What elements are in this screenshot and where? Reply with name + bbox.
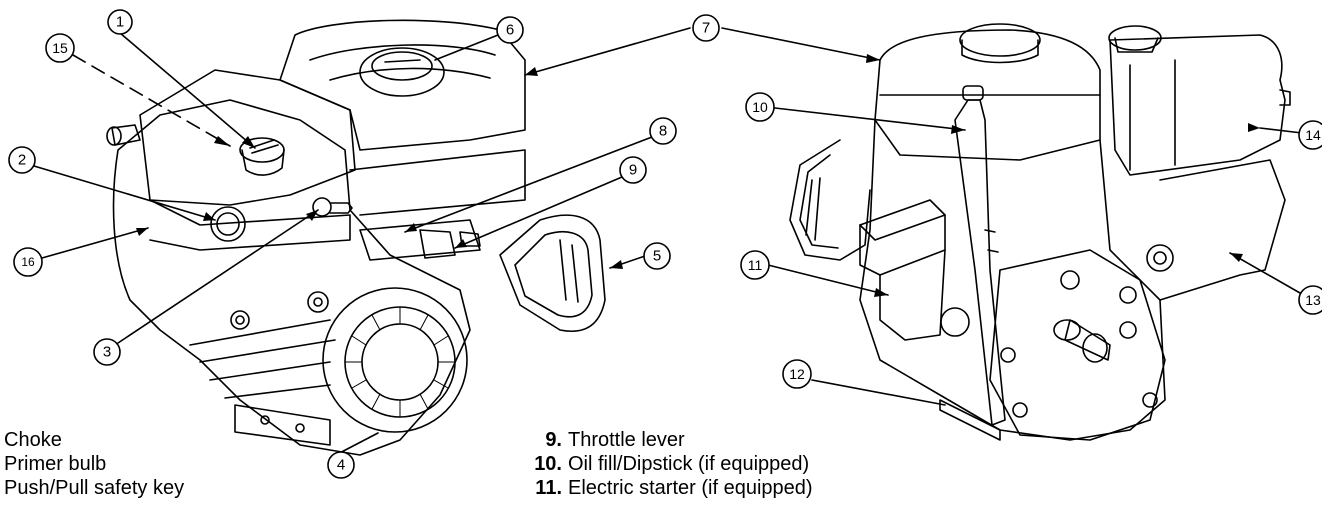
callout-circles [8, 9, 1322, 479]
callout-12: 12 [789, 366, 805, 382]
callout-14: 14 [1305, 127, 1321, 143]
legend-number: 10. [534, 453, 562, 475]
callout-3: 3 [103, 344, 111, 361]
legend-number: 9. [545, 429, 562, 451]
callout-4: 4 [337, 457, 345, 474]
legend-left: Choke Primer bulb Push/Pull safety key [4, 428, 184, 500]
engine-front-view [106, 19, 606, 456]
legend-item-primer-bulb: Primer bulb [4, 452, 184, 476]
legend-item-oil-fill: 10. Oil fill/Dipstick (if equipped) [522, 452, 813, 476]
legend-label: Push/Pull safety key [4, 477, 185, 499]
callout-16: 16 [21, 255, 35, 269]
callout-11: 11 [748, 257, 763, 273]
leader-lines [33, 27, 1303, 459]
legend-label: Primer bulb [4, 453, 107, 475]
callout-9: 9 [629, 162, 637, 179]
legend-right: 9. Throttle lever 10. Oil fill/Dipstick (i… [522, 428, 813, 500]
legend-label: Choke [4, 429, 62, 451]
callout-8: 8 [659, 123, 667, 140]
callout-15: 15 [52, 40, 68, 56]
callout-2: 2 [18, 152, 26, 169]
callout-6: 6 [506, 22, 514, 39]
legend-label: Electric starter (if equipped) [568, 477, 813, 499]
legend-label: Oil fill/Dipstick (if equipped) [568, 453, 810, 475]
callout-7: 7 [702, 20, 710, 37]
legend-item-safety-key: Push/Pull safety key [4, 476, 184, 500]
callout-10: 10 [752, 99, 768, 115]
legend-item-choke: Choke [4, 428, 184, 452]
callout-5: 5 [653, 248, 661, 265]
legend-label: Throttle lever [568, 429, 685, 451]
leader-arrowheads [136, 54, 1260, 297]
legend-item-throttle-lever: 9. Throttle lever [522, 428, 813, 452]
legend-number: 11. [535, 477, 562, 499]
engine-rear-view [789, 23, 1291, 441]
callout-1: 1 [116, 14, 124, 31]
callout-13: 13 [1305, 292, 1321, 308]
legend-item-electric-starter: 11. Electric starter (if equipped) [522, 476, 813, 500]
